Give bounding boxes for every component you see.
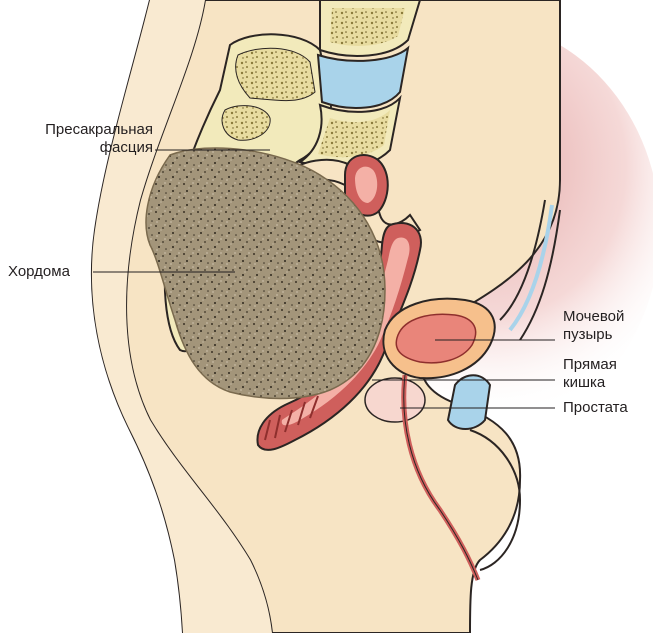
label-rectum-line1: Прямая [563, 356, 617, 374]
label-bladder-line2: пузырь [563, 326, 624, 344]
label-prostate: Простата [563, 399, 628, 417]
label-chordoma-text: Хордома [8, 263, 70, 281]
label-bladder-line1: Мочевой [563, 308, 624, 326]
label-prostate-text: Простата [563, 399, 628, 417]
label-presacral-fascia: Пресакральная фасция [8, 121, 153, 157]
label-presacral-line2: фасция [8, 139, 153, 157]
label-rectum-line2: кишка [563, 374, 617, 392]
label-rectum: Прямая кишка [563, 356, 617, 392]
sacrum-texture [236, 48, 315, 100]
prostate [365, 378, 425, 422]
label-bladder: Мочевой пузырь [563, 308, 624, 344]
label-presacral-line1: Пресакральная [8, 121, 153, 139]
label-chordoma: Хордома [8, 263, 70, 281]
